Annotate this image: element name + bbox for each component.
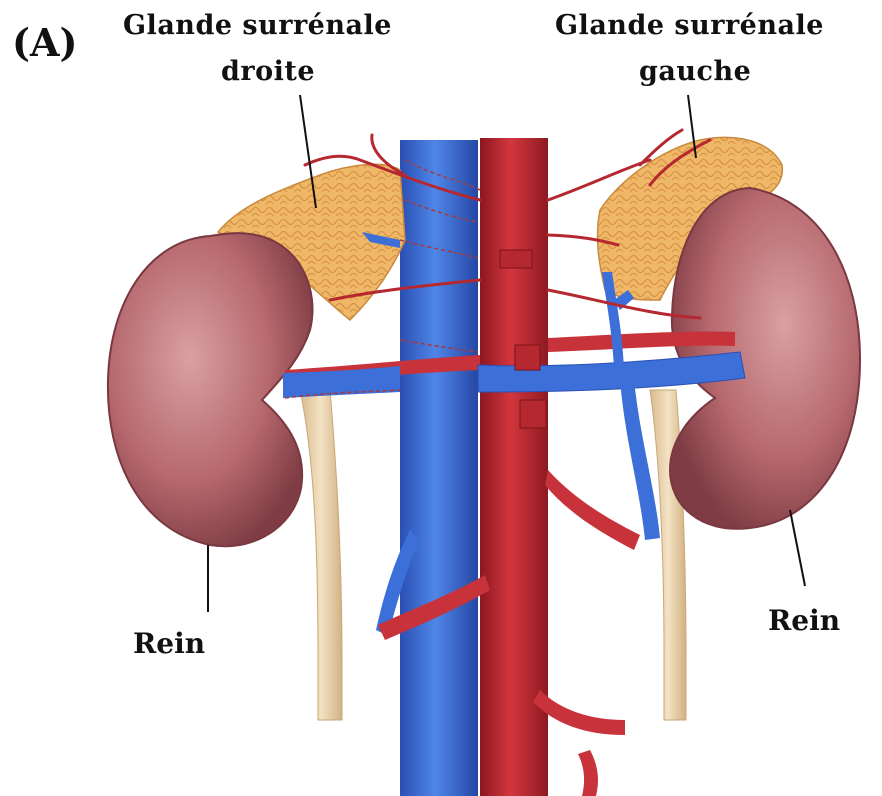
celiac-trunk xyxy=(500,250,532,268)
left-adrenal-label-line1: Glande surrénale xyxy=(555,12,824,39)
gonadal-artery xyxy=(545,470,640,550)
superior-mesenteric-artery xyxy=(515,345,540,370)
right-adrenal-label-line1: Glande surrénale xyxy=(123,12,392,39)
left-adrenal-label-line2: gauche xyxy=(639,58,751,85)
lower-artery-stub xyxy=(578,750,598,796)
right-kidney-label: Rein xyxy=(133,630,205,658)
right-ureter xyxy=(300,390,342,720)
panel-letter: (A) xyxy=(12,24,77,62)
left-kidney-leader xyxy=(790,510,805,586)
aorta-side-branch xyxy=(520,400,546,428)
right-adrenal-label-line2: droite xyxy=(221,58,315,85)
right-kidney xyxy=(108,233,313,546)
left-kidney-label: Rein xyxy=(768,607,840,635)
inferior-vena-cava xyxy=(400,140,478,796)
